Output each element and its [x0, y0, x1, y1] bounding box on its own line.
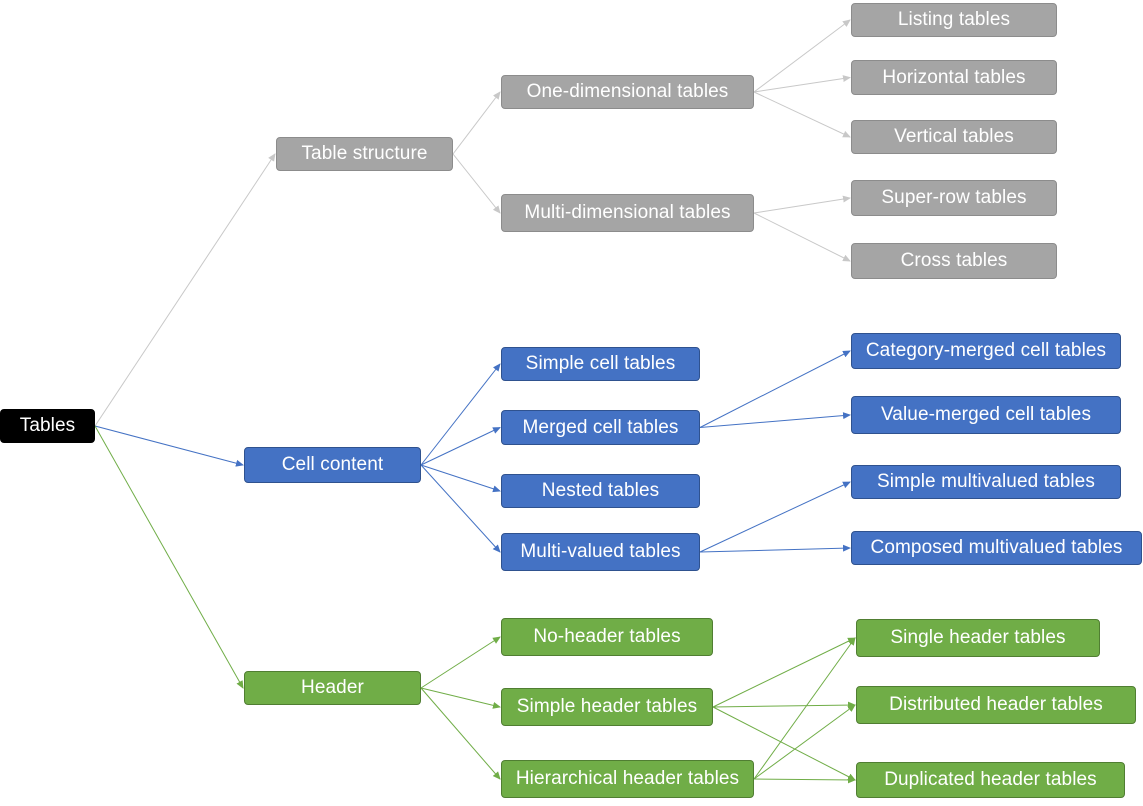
node-one-dimensional-tables: One-dimensional tables [501, 75, 754, 109]
node-hierarchical-header-tables: Hierarchical header tables [501, 760, 754, 798]
node-header: Header [244, 671, 421, 705]
edge-cell-content-to-nested [420, 464, 501, 493]
edge-hierarchical-header-to-duplicated-header [753, 776, 856, 784]
node-value-merged-cell-tables: Value-merged cell tables [851, 396, 1121, 434]
node-table-structure: Table structure [276, 137, 453, 171]
node-single-header-tables: Single header tables [856, 619, 1100, 657]
node-horizontal-tables: Horizontal tables [851, 60, 1057, 95]
node-vertical-tables: Vertical tables [851, 120, 1057, 154]
edge-cell-content-to-simple-cell [420, 363, 501, 466]
node-listing-tables: Listing tables [851, 3, 1057, 37]
node-super-row-tables: Super-row tables [851, 180, 1057, 216]
node-simple-header-tables: Simple header tables [501, 688, 713, 726]
node-category-merged-cell-tables: Category-merged cell tables [851, 333, 1121, 369]
edge-multi-valued-to-composed-multivalued [699, 544, 851, 553]
edge-one-dimensional-to-listing [753, 19, 851, 93]
node-merged-cell-tables: Merged cell tables [501, 410, 700, 445]
node-composed-multivalued-tables: Composed multivalued tables [851, 531, 1142, 565]
edge-simple-header-to-distributed-header [712, 701, 856, 709]
edge-one-dimensional-to-horizontal [753, 75, 851, 93]
edge-simple-header-to-duplicated-header [712, 706, 856, 781]
edge-header-to-hierarchical-header [420, 687, 501, 780]
edge-root-to-cell-content [94, 425, 244, 467]
edge-one-dimensional-to-vertical [753, 91, 851, 138]
edge-header-to-simple-header [420, 687, 501, 709]
edge-hierarchical-header-to-distributed-header [753, 704, 856, 780]
node-cross-tables: Cross tables [851, 243, 1057, 279]
node-nested-tables: Nested tables [501, 474, 700, 508]
edge-merged-cell-to-value-merged [699, 412, 851, 428]
node-duplicated-header-tables: Duplicated header tables [856, 762, 1125, 798]
edge-root-to-table-structure [94, 153, 276, 427]
edge-cell-content-to-multi-valued [420, 464, 501, 553]
node-multi-valued-tables: Multi-valued tables [501, 533, 700, 571]
root-node-tables: Tables [0, 409, 95, 443]
edge-table-structure-to-multi-dimensional [452, 153, 501, 214]
edge-cell-content-to-merged-cell [420, 427, 501, 466]
node-multi-dimensional-tables: Multi-dimensional tables [501, 194, 754, 232]
edge-simple-header-to-single-header [712, 637, 856, 708]
edge-merged-cell-to-category-merged [699, 350, 851, 428]
node-no-header-tables: No-header tables [501, 618, 713, 656]
node-cell-content: Cell content [244, 447, 421, 483]
node-simple-multivalued-tables: Simple multivalued tables [851, 465, 1121, 499]
edge-multi-valued-to-simple-multivalued [699, 481, 851, 553]
edge-table-structure-to-one-dimensional [452, 91, 501, 155]
edge-header-to-no-header [420, 636, 501, 689]
node-distributed-header-tables: Distributed header tables [856, 686, 1136, 724]
node-simple-cell-tables: Simple cell tables [501, 347, 700, 381]
edge-multi-dimensional-to-cross [753, 212, 851, 262]
edge-root-to-header [94, 425, 244, 689]
edge-multi-dimensional-to-super-row [753, 195, 851, 214]
edge-hierarchical-header-to-single-header [753, 637, 856, 780]
